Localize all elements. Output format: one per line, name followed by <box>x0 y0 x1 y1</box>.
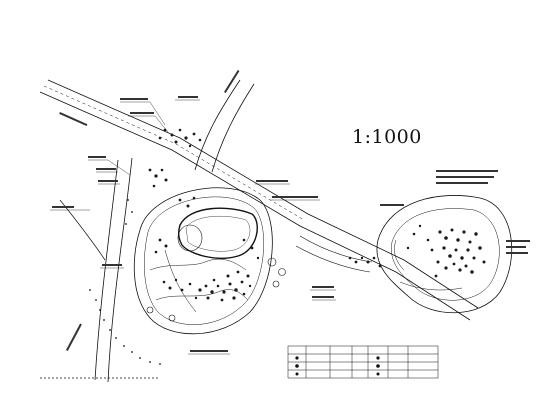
main-park-boundary <box>133 187 273 335</box>
linear-green-strip <box>295 235 373 273</box>
roadside-planting-dots <box>89 199 161 365</box>
northeast-branch-road <box>194 79 255 173</box>
scale-label: 1:1000 <box>352 126 422 148</box>
plant-legend-table <box>287 345 439 379</box>
annotation-leaders <box>50 99 336 355</box>
tree-symbols-main-park <box>146 257 286 322</box>
main-diagonal-road <box>39 79 479 321</box>
east-park-path <box>394 239 463 291</box>
park-pond <box>177 207 258 259</box>
southwest-road <box>40 199 160 379</box>
vegetation-strip <box>348 256 382 268</box>
annotation-text-marks <box>52 96 530 352</box>
east-park-boundary <box>376 195 513 314</box>
road-name-marks <box>59 69 240 351</box>
park-paths <box>149 249 249 313</box>
vegetation-main-park <box>154 238 260 302</box>
vegetation-east-park <box>406 224 486 278</box>
legend-symbols <box>295 356 380 376</box>
vegetation-north-corner <box>148 128 202 208</box>
west-road <box>94 157 133 383</box>
